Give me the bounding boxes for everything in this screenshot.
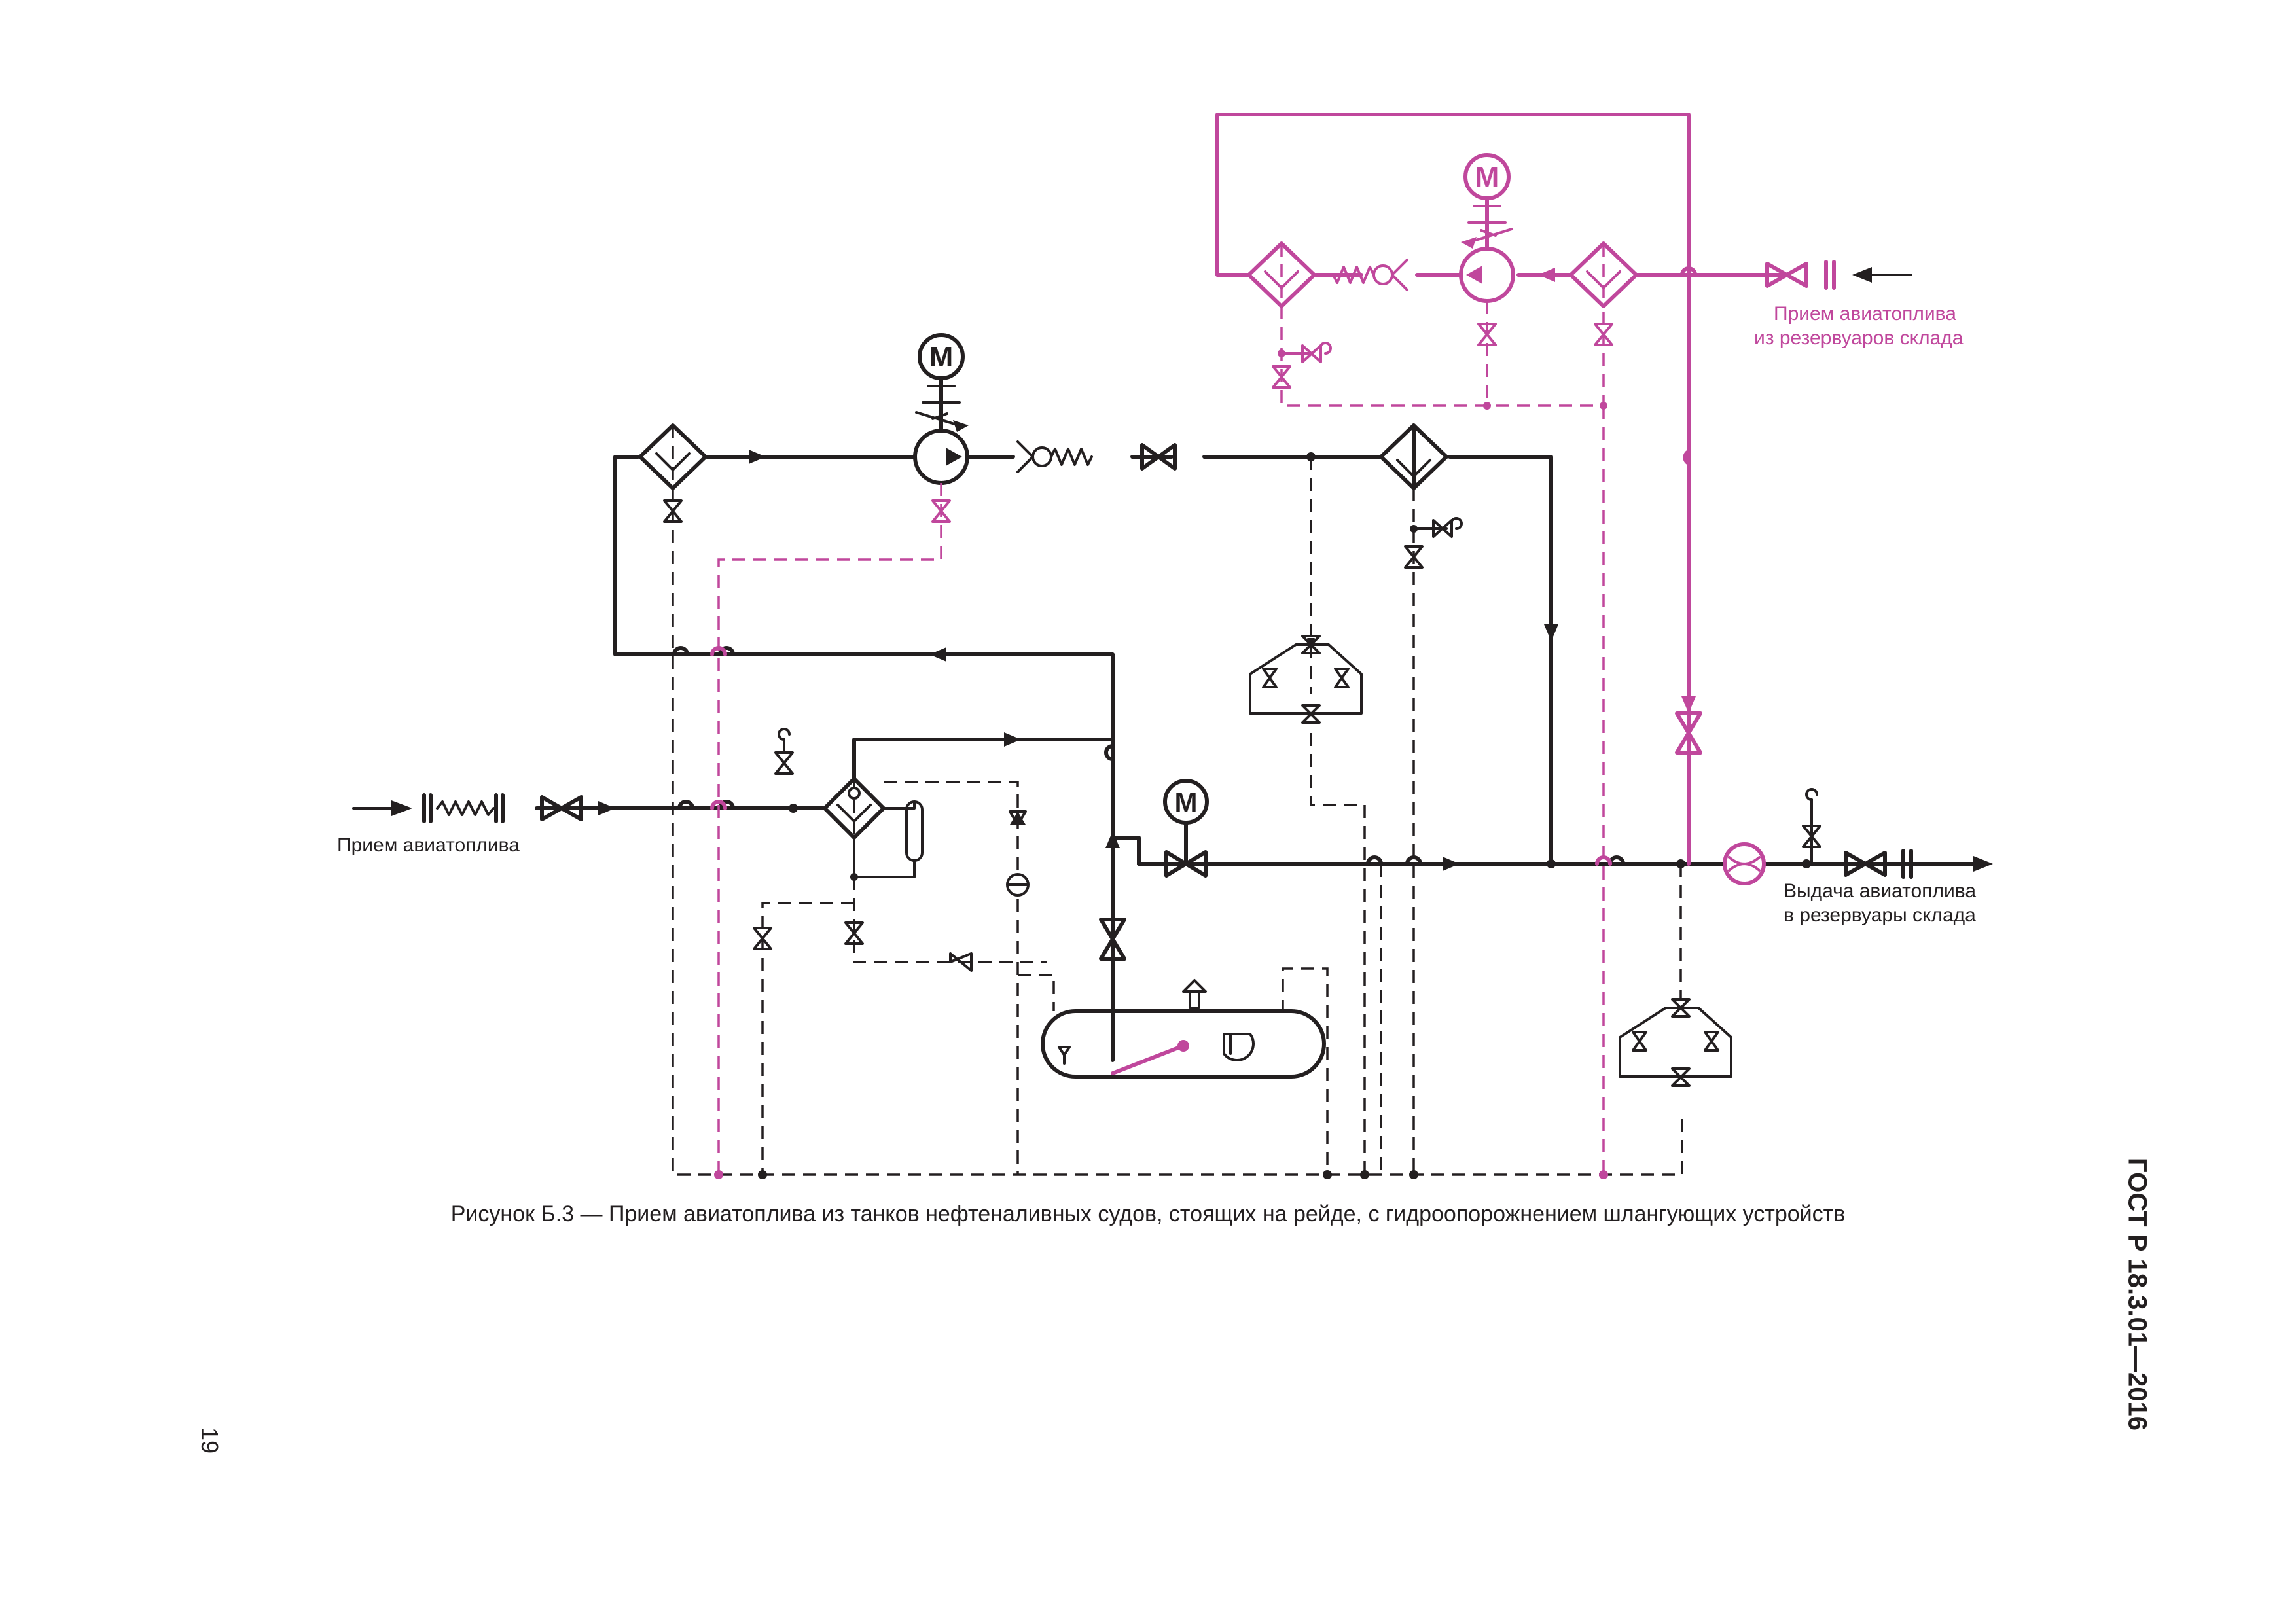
magenta-motor-label: M xyxy=(1475,161,1499,193)
storage-tank xyxy=(1041,979,1326,1079)
magenta-check-valve xyxy=(1332,259,1408,291)
tank-intake-label-1: Прием авиатоплива xyxy=(1774,303,1956,325)
tank-intake-label-2: из резервуаров склада xyxy=(1754,327,1964,349)
relief-ring-lower xyxy=(1619,998,1732,1087)
upper-motor-label: M xyxy=(929,341,954,373)
upper-pump xyxy=(913,333,969,485)
intake-label: Прием авиатоплива xyxy=(337,834,520,856)
delivery-label-1: Выдача авиатоплива xyxy=(1784,880,1977,902)
standard-code: ГОСТ Р 18.3.01—2016 xyxy=(2123,1158,2152,1431)
page-number: 19 xyxy=(196,1427,224,1454)
collector-dots xyxy=(758,873,1418,1179)
intake-filter xyxy=(823,777,924,878)
intake-inlet xyxy=(352,793,583,823)
pipe-crossings xyxy=(672,646,1625,866)
outlet-motor-label: M xyxy=(1175,787,1198,817)
drain-valves xyxy=(663,499,1463,972)
magenta-filter-right xyxy=(1569,241,1638,308)
delivery-label-2: в резервуары склада xyxy=(1784,904,1976,926)
outlet-fittings xyxy=(1723,788,1993,885)
relief-ring-upper xyxy=(1249,635,1363,724)
magenta-drain-lines xyxy=(710,301,1613,1179)
magenta-pump xyxy=(1459,153,1515,303)
main-piping xyxy=(535,450,1985,1062)
upper-check-valve xyxy=(1016,440,1177,473)
magenta-filter-left xyxy=(1247,241,1316,308)
magenta-piping xyxy=(1215,113,1912,866)
motor-valve xyxy=(1163,779,1209,878)
tank-line-valve xyxy=(1099,918,1126,961)
upper-right-filter xyxy=(1379,423,1448,490)
figure-caption: Рисунок Б.3 — Прием авиатоплива из танко… xyxy=(450,1202,1846,1226)
upper-filter xyxy=(638,423,708,490)
